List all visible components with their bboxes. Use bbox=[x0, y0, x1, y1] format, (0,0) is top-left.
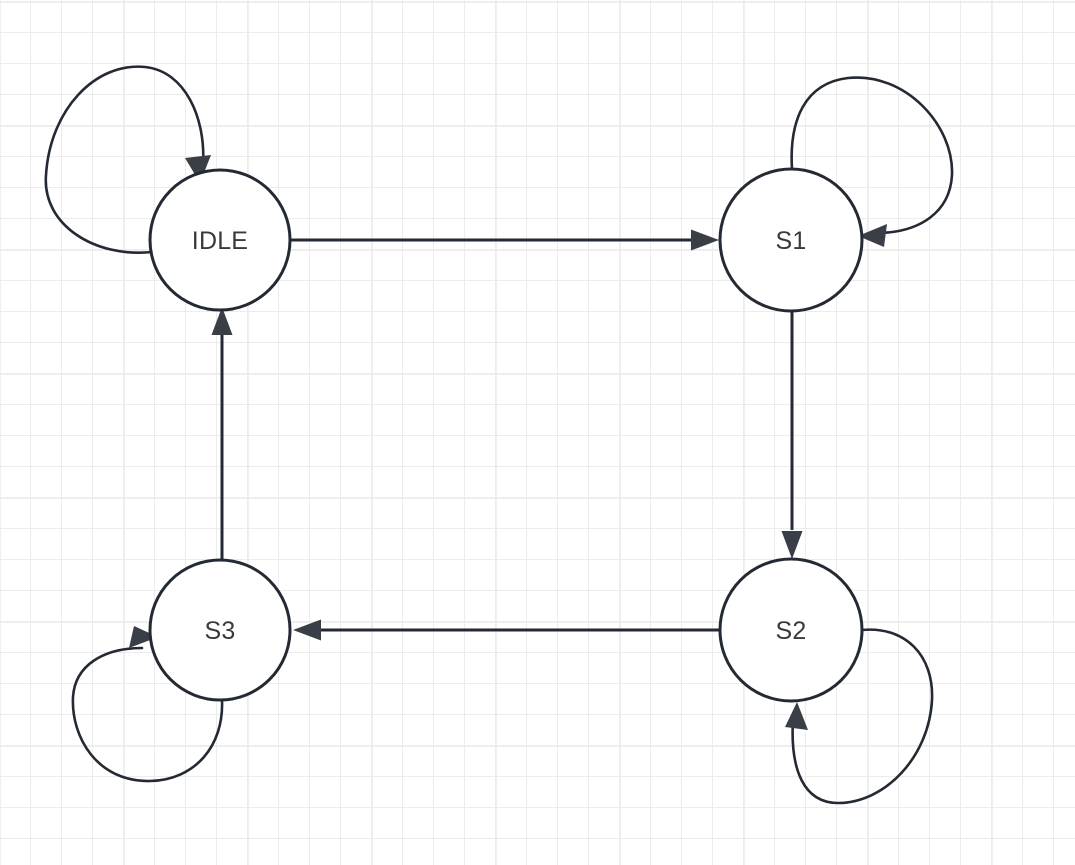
state-node-s2-label: S2 bbox=[776, 617, 807, 645]
self-loop-idle[interactable] bbox=[44, 65, 211, 254]
transition-idle-to-s1[interactable] bbox=[291, 229, 719, 251]
self-loop-s1-path bbox=[790, 76, 954, 235]
state-node-s1[interactable]: S1 bbox=[718, 167, 864, 313]
state-node-idle-circle bbox=[148, 168, 292, 312]
state-node-s3[interactable]: S3 bbox=[148, 558, 292, 702]
self-loop-s2[interactable] bbox=[785, 628, 934, 805]
state-node-s1-circle bbox=[718, 167, 864, 313]
self-loop-s2-path bbox=[791, 628, 934, 805]
transition-s1-to-s2[interactable] bbox=[781, 311, 803, 559]
transition-s1-to-s2-arrowhead bbox=[781, 531, 803, 559]
self-loop-idle-path bbox=[44, 65, 205, 254]
state-node-idle-label: IDLE bbox=[192, 227, 248, 255]
self-loop-s3-arrowhead bbox=[129, 626, 158, 648]
state-node-s2-circle bbox=[718, 557, 864, 703]
transition-s3-to-idle[interactable] bbox=[211, 307, 233, 559]
state-node-s3-label: S3 bbox=[205, 617, 236, 645]
transition-s2-to-s3-arrowhead bbox=[293, 619, 321, 641]
self-loop-s2-arrowhead bbox=[785, 702, 808, 730]
state-node-s3-circle bbox=[148, 558, 292, 702]
state-node-s2[interactable]: S2 bbox=[718, 557, 864, 703]
state-node-s1-label: S1 bbox=[776, 227, 807, 255]
self-loop-s1[interactable] bbox=[790, 76, 954, 247]
self-loop-s3-path bbox=[71, 646, 224, 783]
transition-s3-to-idle-arrowhead bbox=[211, 307, 233, 335]
self-loop-s3[interactable] bbox=[71, 626, 224, 783]
self-loop-s1-arrowhead bbox=[858, 224, 887, 247]
state-node-idle[interactable]: IDLE bbox=[148, 168, 292, 312]
transition-idle-to-s1-arrowhead bbox=[691, 229, 719, 251]
transition-s2-to-s3[interactable] bbox=[293, 619, 720, 641]
self-loop-idle-arrowhead bbox=[185, 155, 211, 183]
